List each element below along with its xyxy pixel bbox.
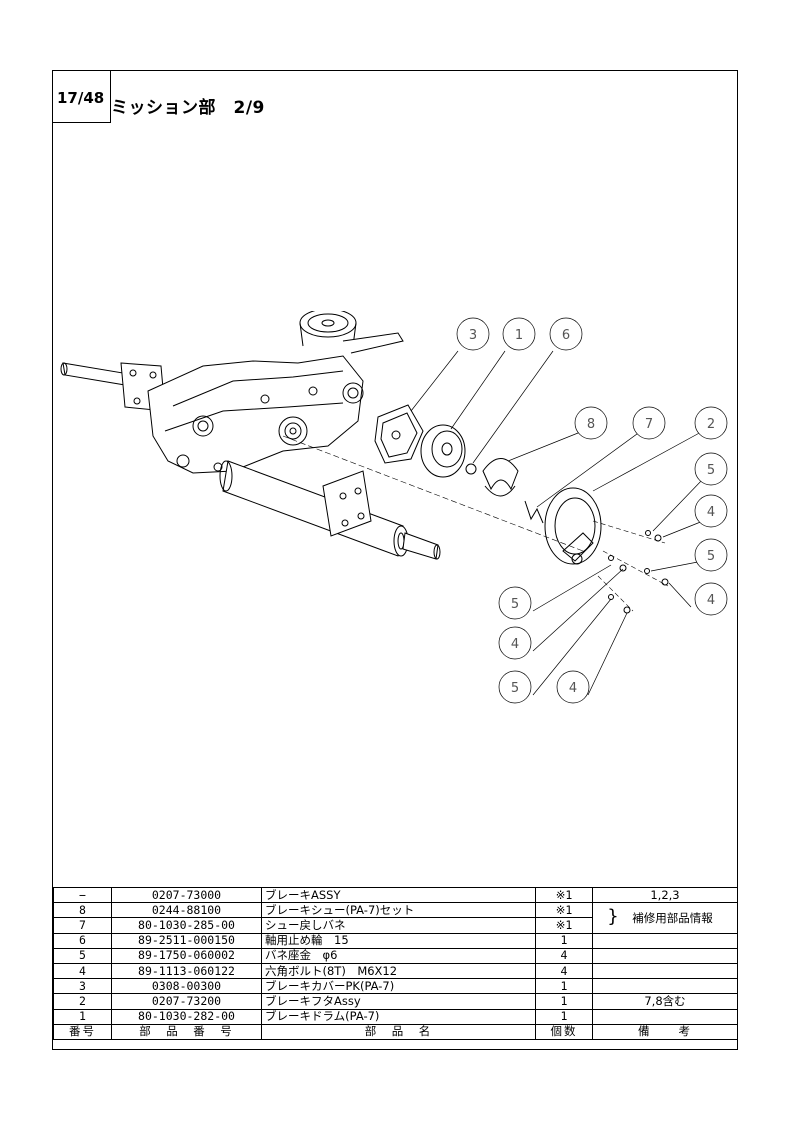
header-name: 部 品 名 [261,1023,536,1040]
part-code-cell: 89-2511-000150 [111,932,262,949]
callout-label: 5 [511,681,519,696]
snap-ring-drawing [465,463,477,475]
callout-label: 7 [645,417,653,432]
callout-label: 4 [569,681,577,696]
part-note-cell: 1,2,3 [592,886,738,904]
page-title: ミッション部 2/9 [111,98,265,118]
part-code-cell: 89-1750-060002 [111,947,262,964]
header-code: 部 品 番 号 [111,1023,262,1040]
part-name-cell: ブレーキフタAssy [261,993,536,1010]
exploded-parts-diagram: 3 1 6 8 7 2 5 4 5 4 5 4 5 4 [60,311,728,704]
part-note-cell [592,932,738,949]
callout-label: 8 [587,417,595,432]
part-name-cell: ブレーキシュー(PA-7)セット [261,902,536,919]
brake-drum-drawing [420,424,466,478]
part-qty-cell: ※1 [535,917,593,934]
part-qty-cell: 4 [535,962,593,980]
part-qty-cell: 4 [535,947,593,964]
part-code-cell: 0244-88100 [111,902,262,919]
part-name-cell: ブレーキドラム(PA-7) [261,1008,536,1025]
part-code-cell: 80-1030-285-00 [111,917,262,934]
part-number-cell: 3 [53,978,112,995]
bolts-washers-drawing [608,530,669,614]
part-qty-cell: 1 [535,978,593,995]
header-qty: 個数 [535,1023,593,1040]
table-row: 3 0308-00300 ブレーキカバーPK(PA-7) 1 [53,978,738,995]
merged-note-cell: } 補修用部品情報 [592,902,738,934]
table-row: 1 80-1030-282-00 ブレーキドラム(PA-7) 1 [53,1008,738,1025]
table-row: 2 0207-73200 ブレーキフタAssy 1 7,8含む [53,993,738,1010]
brace-icon: } [607,906,619,928]
callout-label: 5 [707,549,715,564]
brake-lid-drawing [544,487,602,565]
part-note-cell [592,978,738,995]
table-row: 6 89-2511-000150 軸用止め輪 15 1 [53,932,738,949]
table-row: 5 89-1750-060002 バネ座金 φ6 4 [53,947,738,964]
part-name-cell: 軸用止め輪 15 [261,932,536,949]
part-qty-cell: 1 [535,993,593,1010]
part-name-cell: シュー戻しバネ [261,917,536,934]
callout-label: 5 [707,463,715,478]
part-qty-cell: ※1 [535,902,593,919]
part-qty-cell: ※1 [535,886,593,904]
part-number-cell: 7 [53,917,112,934]
part-name-cell: ブレーキカバーPK(PA-7) [261,978,536,995]
part-number-cell: 2 [53,993,112,1010]
table-row: 4 89-1113-060122 六角ボルト(8T) M6X12 4 [53,962,738,980]
drawing-frame: 17/48 ミッション部 2/9 [52,70,738,1050]
part-name-cell: バネ座金 φ6 [261,947,536,964]
table-header-row: 番号 部 品 番 号 部 品 名 個数 備 考 [53,1023,738,1040]
part-number-cell: − [53,886,112,904]
part-note-cell [592,1008,738,1025]
brake-cover-drawing [374,404,424,464]
return-spring-drawing [524,500,544,524]
header-no: 番号 [53,1023,112,1040]
part-number-cell: 5 [53,947,112,964]
table-row: 7 80-1030-285-00 シュー戻しバネ ※1 [53,917,738,934]
callout-label: 4 [511,637,519,652]
part-note-cell [592,962,738,980]
part-note-cell: 7,8含む [592,993,738,1010]
callout-label: 3 [469,328,477,343]
part-number-cell: 6 [53,932,112,949]
table-row: 8 0244-88100 ブレーキシュー(PA-7)セット ※1 } 補修用部品… [53,902,738,934]
part-name-cell: ブレーキASSY [261,886,536,904]
callout-label: 4 [707,505,715,520]
part-code-cell: 0308-00300 [111,978,262,995]
part-number-cell: 4 [53,962,112,980]
table-row: − 0207-73000 ブレーキASSY ※1 1,2,3 [53,886,738,904]
callout-label: 5 [511,597,519,612]
parts-list-table: − 0207-73000 ブレーキASSY ※1 1,2,3 8 0244-88… [53,886,738,1040]
part-name-cell: 六角ボルト(8T) M6X12 [261,962,536,980]
callout-label: 2 [707,417,715,432]
part-code-cell: 0207-73000 [111,886,262,904]
brake-shoe-drawing [482,458,519,497]
part-number-cell: 1 [53,1008,112,1025]
callout-label: 6 [562,328,570,343]
part-qty-cell: 1 [535,932,593,949]
header-note: 備 考 [592,1023,738,1040]
part-number-cell: 8 [53,902,112,919]
part-code-cell: 0207-73200 [111,993,262,1010]
part-code-cell: 89-1113-060122 [111,962,262,980]
repair-parts-info-note: 補修用部品情報 [632,911,713,926]
callout-label: 4 [707,593,715,608]
transmission-assembly-drawing [60,311,441,560]
page-number: 17/48 [53,71,111,123]
callout-label: 1 [515,328,523,343]
part-code-cell: 80-1030-282-00 [111,1008,262,1025]
part-qty-cell: 1 [535,1008,593,1025]
part-note-cell [592,947,738,964]
